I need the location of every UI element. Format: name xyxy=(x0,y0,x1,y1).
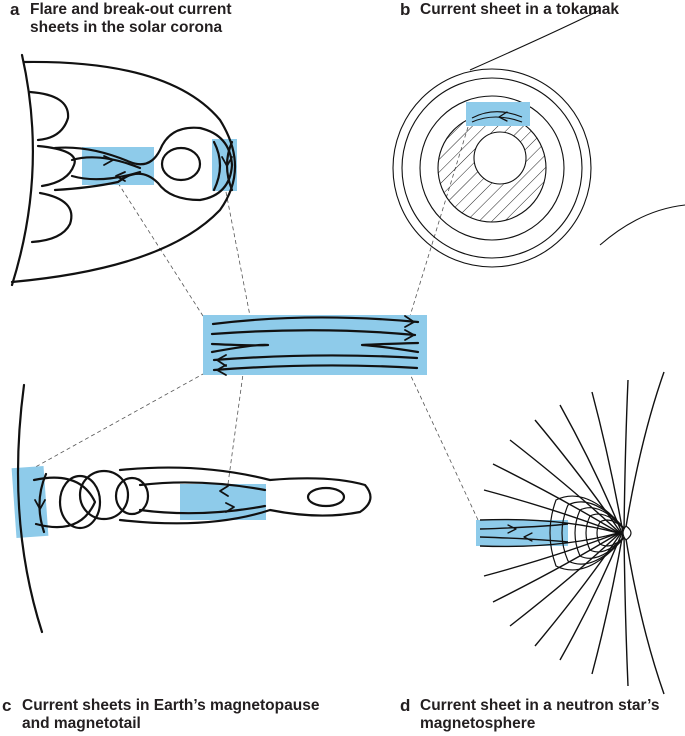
panel-a-title-line1: Flare and break-out current xyxy=(30,1,232,18)
arrow-left-icon xyxy=(498,111,508,122)
magnetotail-outer-loop xyxy=(118,466,372,525)
central-field-line xyxy=(212,364,419,372)
tokamak-vessel-outer xyxy=(392,68,592,268)
panel-a-letter: a xyxy=(10,0,20,19)
bow-boundary-line xyxy=(16,383,44,634)
panel-c-title-line2: and magnetotail xyxy=(22,715,141,732)
ns-sheet-line-upper xyxy=(479,523,569,530)
arcade-loop-middle xyxy=(36,144,76,188)
neutron-star-body xyxy=(622,525,632,541)
tokamak-sheet-line xyxy=(471,111,523,119)
ns-sheet-line-lower xyxy=(479,536,569,543)
arrow-right-icon xyxy=(507,524,517,534)
tokamak-vessel-inner xyxy=(401,77,583,259)
tokamak-sheet-line xyxy=(471,116,523,123)
arrow-left-icon xyxy=(115,171,126,182)
connector-b xyxy=(409,126,469,317)
panel-d-title-line2: magnetosphere xyxy=(420,715,536,732)
flux-rope-loop xyxy=(53,126,234,202)
tokamak-core xyxy=(473,131,527,185)
panel-d-title-line1: Current sheet in a neutron star’s xyxy=(420,697,660,714)
open-field-lines xyxy=(479,371,665,695)
central-current-sheet xyxy=(203,315,427,376)
central-field-line xyxy=(210,329,417,337)
arrow-left-icon xyxy=(216,354,227,367)
tokamak-outer-line-right xyxy=(599,204,685,246)
connector-c-left xyxy=(29,373,204,471)
plasmoid-ellipse xyxy=(160,146,202,182)
panel-c-diagram xyxy=(11,383,372,634)
arrow-right-icon xyxy=(404,315,415,328)
dipole-loop-outer xyxy=(58,474,102,530)
outer-field-loop xyxy=(10,60,236,284)
panel-d-diagram xyxy=(476,371,665,695)
arrow-left-icon xyxy=(523,532,533,542)
arcade-loop-top xyxy=(28,90,70,142)
connector-c-right xyxy=(227,373,244,485)
panel-b-letter: b xyxy=(400,0,411,19)
arcade-loop-bottom xyxy=(30,191,73,244)
tail-plasmoid-ellipse xyxy=(306,486,346,508)
tokamak-outer-line-top xyxy=(469,9,601,71)
panel-d-letter: d xyxy=(400,696,411,715)
flare-field-line-upper xyxy=(70,156,142,170)
panel-b-title: Current sheet in a tokamak xyxy=(420,1,619,18)
earth-circle xyxy=(78,469,130,521)
arrow-down-icon xyxy=(221,156,233,167)
arrow-right-icon xyxy=(103,155,114,166)
solar-surface xyxy=(10,53,34,287)
arrow-down-icon xyxy=(34,499,46,510)
panel-b-label: b Current sheet in a tokamak xyxy=(400,1,619,20)
dipole-loop-inner xyxy=(114,476,150,516)
tokamak-flux-surface xyxy=(419,95,565,241)
central-field-line xyxy=(210,342,270,354)
central-field-line xyxy=(212,354,419,362)
tail-field-line-upper xyxy=(138,481,267,492)
tokamak-sheet-highlight xyxy=(466,102,530,126)
neutron-star-sheet-highlight xyxy=(476,520,568,546)
tail-field-line-lower xyxy=(138,504,267,515)
arrow-left-icon xyxy=(216,364,227,376)
panel-c-letter: c xyxy=(2,696,12,715)
panel-b-diagram xyxy=(392,9,685,268)
panel-a-diagram xyxy=(10,53,237,287)
magnetopause-loop xyxy=(32,476,97,529)
panel-c-title-line1: Current sheets in Earth’s magnetopause xyxy=(22,697,320,714)
panel-a-title-line2: sheets in the solar corona xyxy=(30,19,223,36)
closed-field-loops xyxy=(549,495,629,571)
flare-field-line-lower xyxy=(70,170,142,181)
arrow-right-icon xyxy=(404,329,415,341)
connector-a-right xyxy=(225,191,251,317)
arrow-right-icon xyxy=(225,502,235,513)
central-field-line xyxy=(211,316,420,326)
breakout-field-line xyxy=(212,140,222,192)
central-field-line xyxy=(360,341,420,354)
arrow-left-icon xyxy=(219,485,229,497)
connector-d xyxy=(409,373,479,521)
